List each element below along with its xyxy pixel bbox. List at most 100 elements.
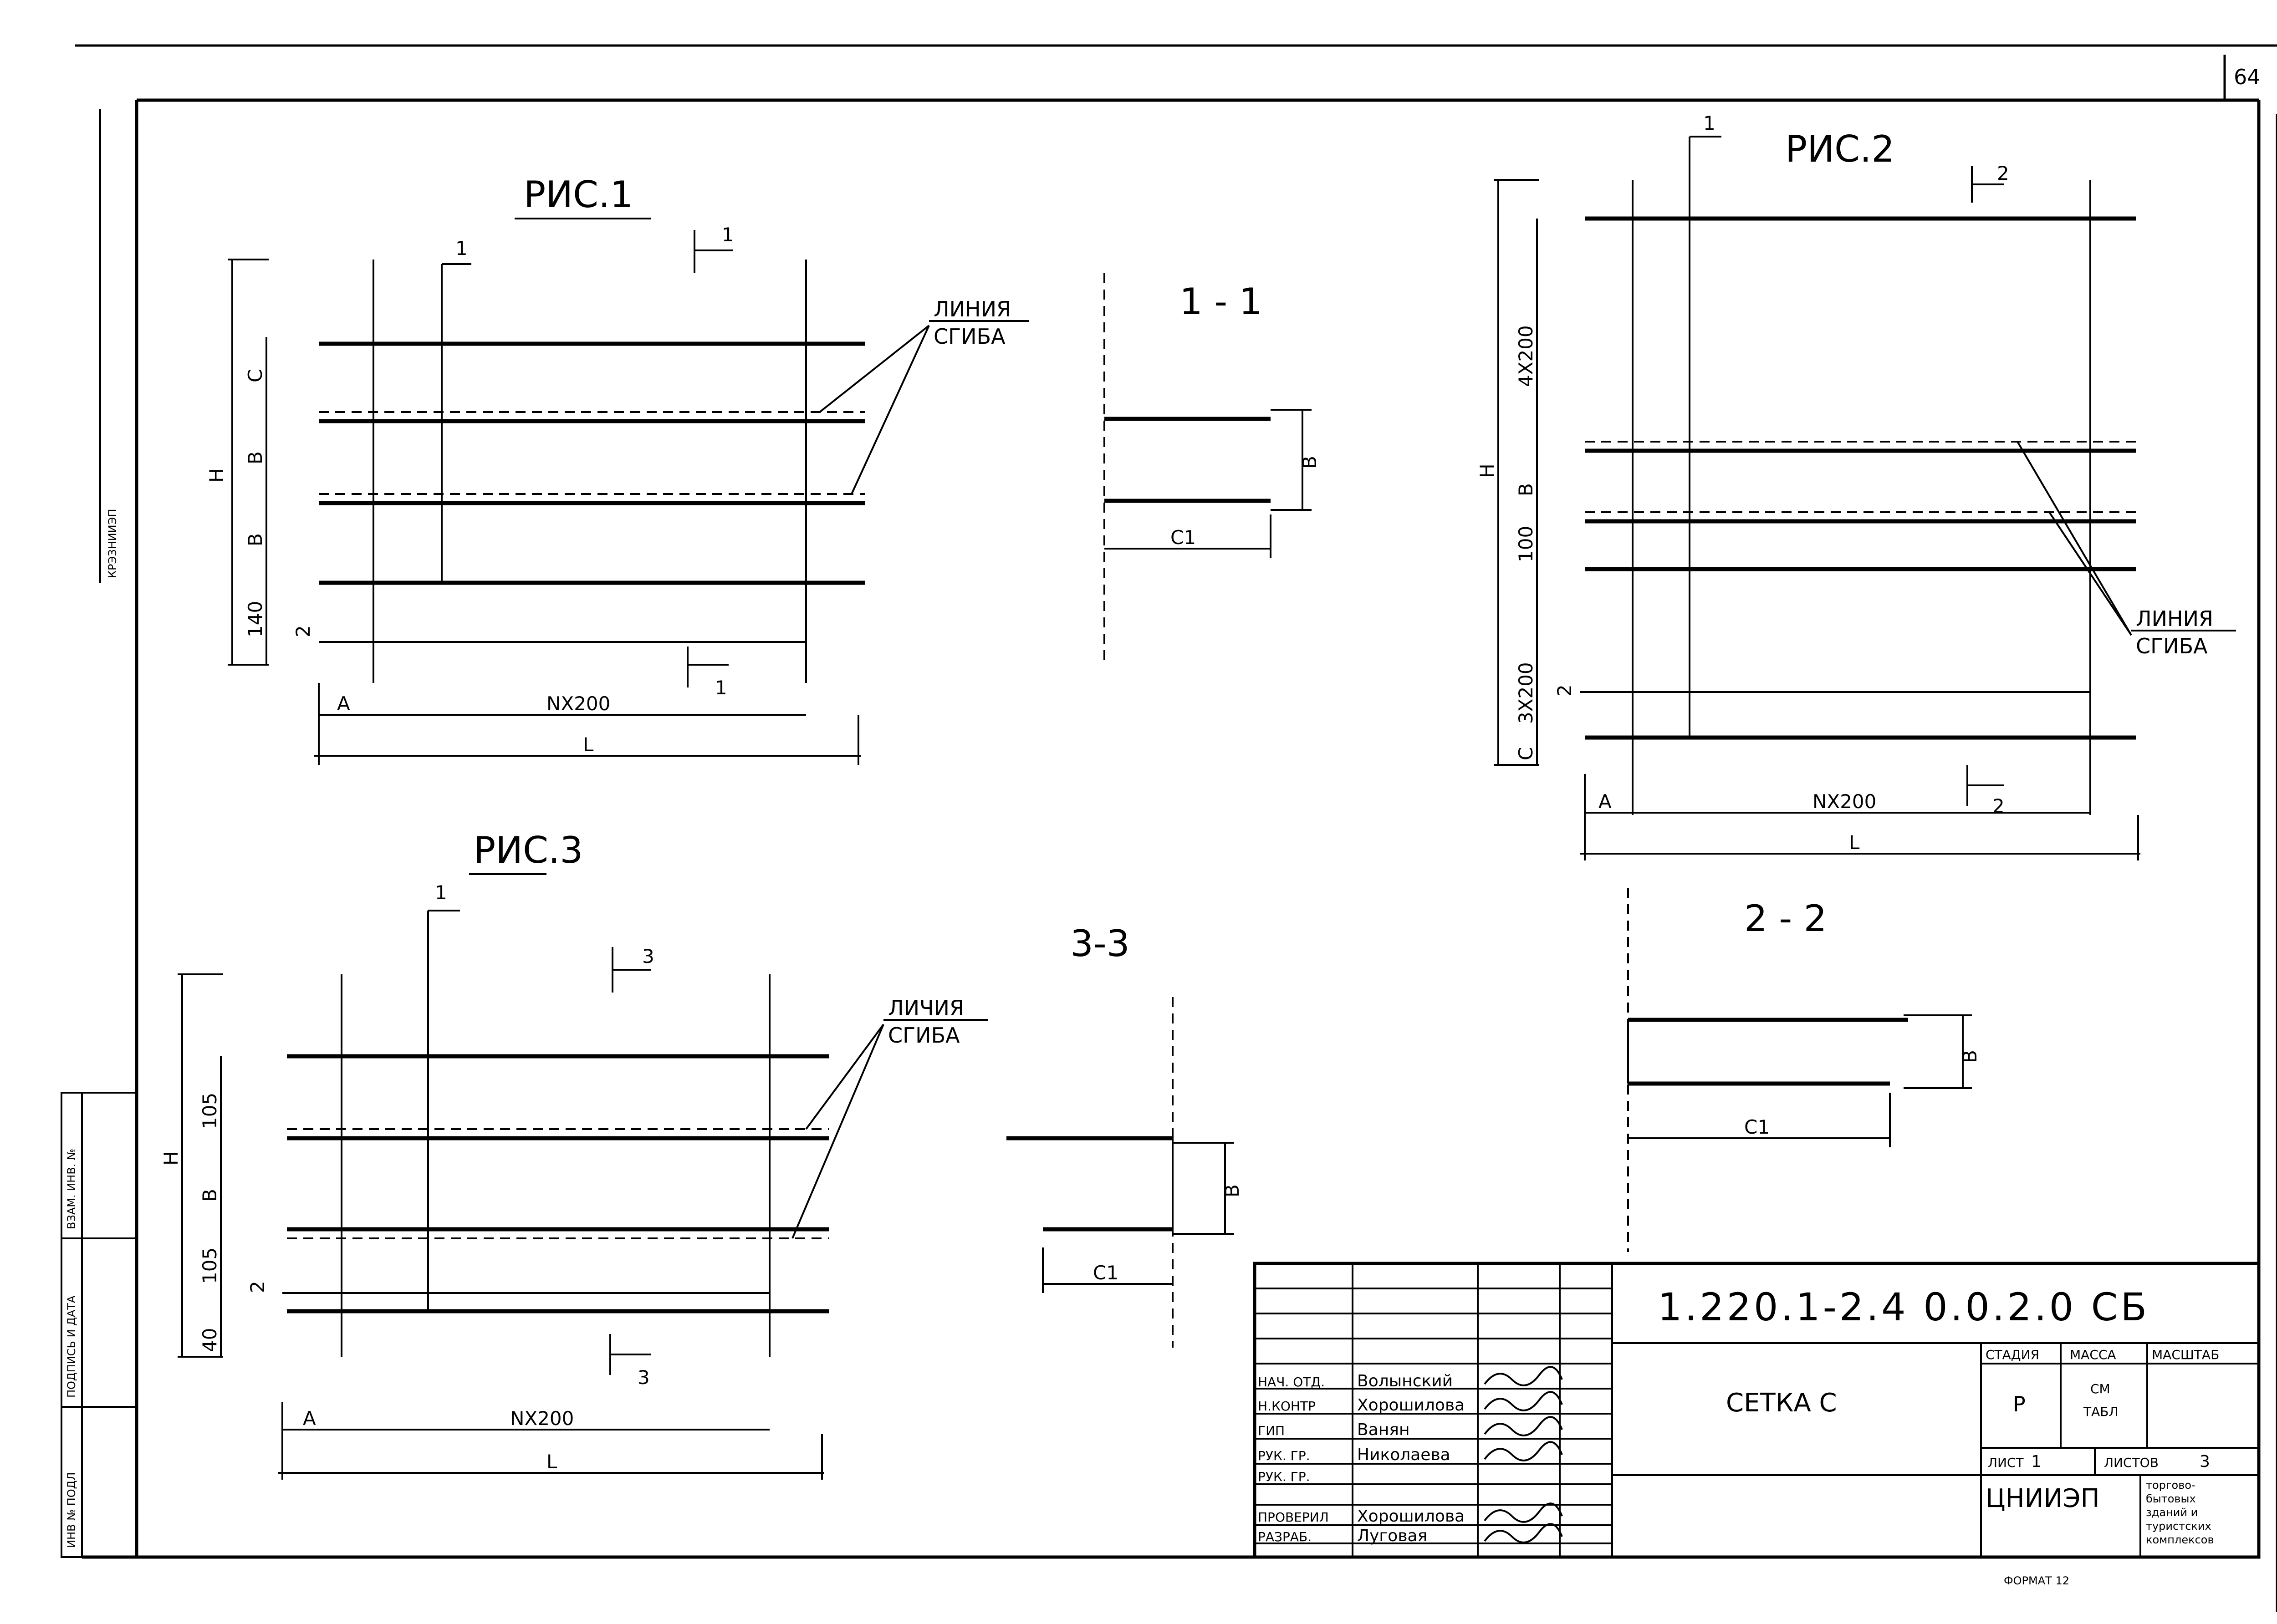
role-ruk-gr-1: РУК. ГР. (1258, 1448, 1310, 1463)
fig2-dim-4x200: 4X200 (1515, 325, 1537, 387)
fig2-callout: 1 (1703, 112, 1715, 134)
fig1-dim-b1: B (244, 451, 266, 464)
sheets-label: ЛИСТОВ (2104, 1455, 2159, 1470)
document-code: 1.220.1-2.4 0.0.2.0 СБ (1658, 1285, 2149, 1329)
fig1-callout: 1 (455, 237, 468, 260)
fig1-dim-b2: B (244, 533, 266, 546)
inv-podl-label: ИНВ № ПОДЛ (65, 1472, 78, 1548)
fig3-dim-b: B (199, 1189, 221, 1202)
section-3-3-dim-b: B (1221, 1184, 1243, 1197)
fig1-cut-bottom: 1 (715, 677, 727, 699)
fig3-dim-105-top: 105 (199, 1093, 221, 1129)
fig3-cut-bottom: 3 (638, 1366, 650, 1389)
fig1-dim-l: L (583, 733, 594, 756)
fig2-dim-c: C (1515, 747, 1537, 760)
name-proveril: Хорошилова (1357, 1507, 1465, 1526)
fig3-dim-l: L (546, 1451, 557, 1473)
fig3-dim-2: 2 (246, 1281, 269, 1293)
section-2-2-title: 2 - 2 (1744, 897, 1827, 940)
fig1-bend-label-2: СГИБА (934, 324, 1006, 349)
fig2-cut-top: 2 (1997, 162, 2009, 184)
section-2-2-dim-b: B (1959, 1050, 1981, 1063)
fig1-dim-2: 2 (292, 625, 314, 637)
fig3-bend-label-1: ЛИЧИЯ (888, 996, 964, 1020)
title-block: НАЧ. ОТД. Волынский Н.КОНТР Хорошилова Г… (1253, 1262, 2261, 1559)
section-3-3-dim-c1: C1 (1093, 1262, 1118, 1284)
page-number: 64 (2234, 65, 2261, 89)
org-subtitle-line-4: туристских (2146, 1520, 2211, 1532)
fig1-dim-h: H (205, 468, 228, 483)
section-3-3: 3-3 B C1 (1006, 922, 1243, 1348)
fig2-dim-2: 2 (1553, 684, 1576, 697)
sheet-frame (75, 44, 2277, 1612)
stage-value: Р (2013, 1392, 2026, 1416)
name-n-kontr: Хорошилова (1357, 1396, 1465, 1415)
fig1-title: РИС.1 (524, 173, 633, 216)
left-stamp-strip: ИНВ № ПОДЛ ПОДПИСЬ И ДАТА ВЗАМ. ИНВ. № К… (61, 109, 138, 1558)
role-gip: ГИП (1258, 1423, 1285, 1438)
fig3-dim-a: A (303, 1407, 316, 1430)
fig2-dim-3x200: 3X200 (1515, 662, 1537, 724)
organization-name: ЦНИИЭП (1986, 1484, 2100, 1513)
format-note: ФОРМАТ 12 (2004, 1574, 2069, 1587)
role-proveril: ПРОВЕРИЛ (1258, 1510, 1329, 1525)
section-1-1-dim-c1: C1 (1170, 526, 1196, 549)
fig3-cut-top: 3 (642, 945, 654, 967)
scale-header: МАСШТАБ (2152, 1347, 2219, 1362)
fig2-dim-b: B (1515, 483, 1537, 496)
fig2-dim-a: A (1598, 790, 1612, 813)
role-nach-otd: НАЧ. ОТД. (1258, 1375, 1325, 1390)
mass-header: МАССА (2070, 1347, 2116, 1362)
sheets-total: 3 (2200, 1452, 2210, 1471)
fig1-dim-140: 140 (244, 601, 266, 637)
section-2-2-dim-c1: C1 (1744, 1116, 1770, 1138)
org-subtitle-line-1: торгово- (2146, 1479, 2195, 1492)
section-1-1-title: 1 - 1 (1179, 280, 1262, 323)
fig2-dim-nx200: NX200 (1812, 790, 1876, 813)
fig3-callout: 1 (435, 881, 447, 904)
vzam-inv-label: ВЗАМ. ИНВ. № (65, 1149, 78, 1229)
mass-value-1: СМ (2090, 1381, 2110, 1396)
org-subtitle-line-3: зданий и (2146, 1506, 2198, 1519)
fig3-dim-105-bottom: 105 (199, 1247, 221, 1284)
role-n-kontr: Н.КОНТР (1258, 1399, 1316, 1414)
fig1-cut-top: 1 (722, 224, 734, 246)
fig2-dim-l: L (1849, 831, 1860, 854)
role-razrab: РАЗРАБ. (1258, 1529, 1312, 1544)
name-razrab: Луговая (1357, 1527, 1427, 1545)
section-3-3-title: 3-3 (1070, 922, 1130, 965)
fig2-bend-label-2: СГИБА (2136, 634, 2208, 658)
figure-1: РИС.1 1 1 1 ЛИНИЯ СГИБА H C B B 140 2 (205, 173, 1029, 765)
figure-3: РИС.3 1 3 3 ЛИЧИЯ СГИБА H 105 B 105 40 2 (160, 829, 988, 1480)
fig2-title: РИС.2 (1785, 128, 1894, 170)
fig1-dim-c: C (244, 369, 266, 382)
stage-header: СТАДИЯ (1986, 1347, 2039, 1362)
item-name: СЕТКА С (1726, 1388, 1837, 1418)
fig3-dim-40: 40 (199, 1328, 221, 1352)
fig1-bend-label-1: ЛИНИЯ (934, 297, 1011, 321)
mass-value-2: ТАБЛ (2083, 1404, 2119, 1419)
section-2-2: 2 - 2 B C1 (1627, 888, 1981, 1252)
upper-strip-note: КРЭЗНИИЭП (106, 509, 119, 578)
fig1-dim-a: A (337, 692, 350, 715)
name-ruk-gr-1: Николаева (1357, 1446, 1450, 1464)
sheet-label: ЛИСТ (1988, 1455, 2024, 1470)
role-ruk-gr-2: РУК. ГР. (1258, 1469, 1310, 1484)
name-gip: Ванян (1357, 1420, 1410, 1439)
fig3-dim-h: H (160, 1151, 182, 1166)
fig3-bend-label-2: СГИБА (888, 1023, 960, 1048)
podpis-data-label: ПОДПИСЬ И ДАТА (65, 1295, 78, 1398)
section-1-1: 1 - 1 B C1 (1103, 273, 1321, 660)
org-subtitle-line-5: комплексов (2146, 1533, 2214, 1546)
figure-2: РИС.2 1 2 2 ЛИНИЯ СГИБА H 4X200 B 100 3X… (1476, 112, 2236, 860)
fig3-title: РИС.3 (474, 829, 583, 871)
org-subtitle-line-2: бытовых (2146, 1492, 2196, 1505)
fig2-cut-bottom: 2 (1992, 795, 2005, 817)
fig3-dim-nx200: NX200 (510, 1407, 574, 1430)
name-nach-otd: Волынский (1357, 1372, 1453, 1390)
fig2-dim-h: H (1476, 463, 1498, 478)
fig2-dim-100: 100 (1515, 526, 1537, 562)
fig1-dim-nx200: NX200 (546, 692, 610, 715)
section-1-1-dim-b: B (1298, 456, 1321, 469)
